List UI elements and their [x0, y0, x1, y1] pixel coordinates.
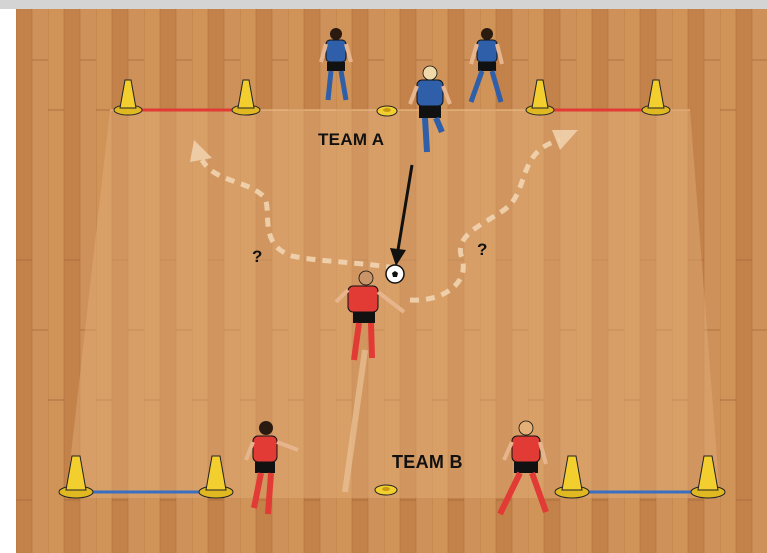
- question-mark-left: ?: [252, 247, 263, 267]
- team-b-label: TEAM B: [392, 452, 463, 473]
- disc-marker-top-icon: [377, 106, 397, 116]
- soccer-ball-icon: [386, 265, 404, 283]
- team-a-label: TEAM A: [318, 130, 384, 150]
- question-mark-right: ?: [477, 240, 488, 260]
- disc-marker-bottom-icon: [375, 485, 397, 495]
